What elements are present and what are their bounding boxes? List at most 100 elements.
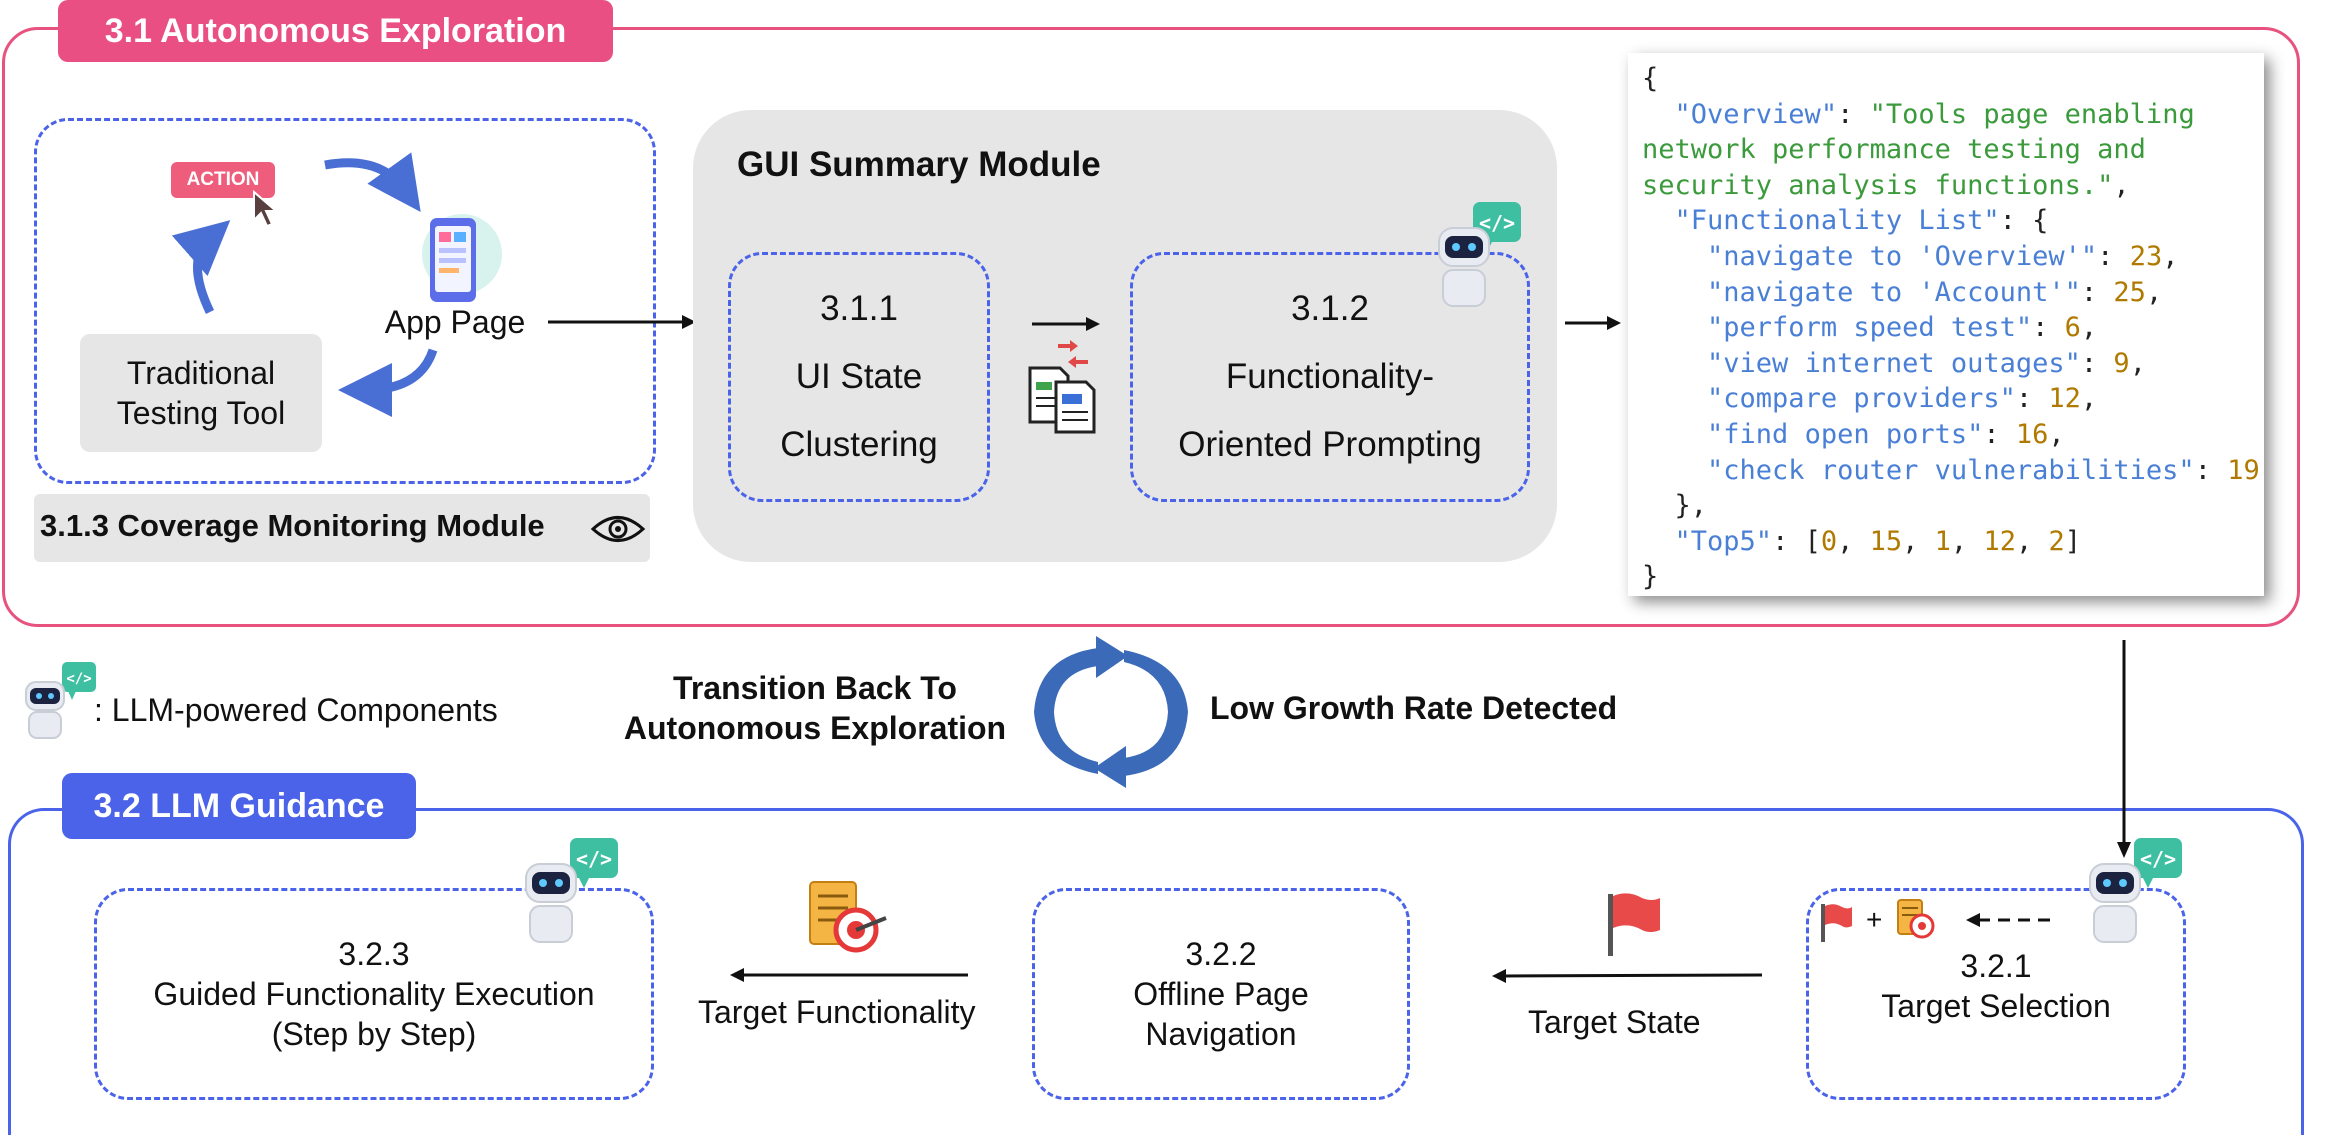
json-func-row: "view internet outages": 9, — [1707, 347, 2146, 379]
notebook-target-icon — [1897, 899, 1935, 939]
json-top5-item: 15 — [1869, 525, 1903, 557]
json-overview-val-3: security analysis functions." — [1642, 169, 2114, 201]
action-label: ACTION — [186, 169, 260, 190]
traditional-testing-tool-text: Traditional Testing Tool — [80, 334, 322, 452]
robot-icon: </> — [1438, 202, 1521, 307]
svg-text:</>: </> — [2140, 847, 2176, 871]
navigation-line-2: Navigation — [1145, 1016, 1297, 1052]
arrow-to-execution — [730, 968, 968, 982]
json-func-value: 6 — [2064, 312, 2081, 344]
target-functionality-label: Target Functionality — [698, 994, 976, 1030]
json-func-name: "view internet outages" — [1707, 347, 2081, 379]
json-func-value: 9 — [2113, 347, 2130, 379]
json-func-value: 25 — [2113, 276, 2146, 308]
arrow-to-code-output — [1565, 316, 1621, 330]
transition-back-line-1: Transition Back To — [673, 670, 957, 706]
json-overview-line-3: security analysis functions.", — [1642, 169, 2130, 201]
selection-line-1: Target Selection — [1881, 988, 2111, 1024]
json-func-name: "check router vulnerabilities" — [1707, 454, 2195, 486]
offline-navigation-box — [1032, 888, 1410, 1100]
json-list-key: "Functionality List" — [1674, 205, 2000, 237]
ui-state-clustering-box — [728, 252, 990, 502]
action-badge: ACTION — [171, 162, 275, 198]
ui-state-clustering-text: 3.1.1 UI State Clustering — [728, 252, 990, 502]
traditional-testing-tool — [80, 334, 322, 452]
coverage-monitoring-label: 3.1.3 Coverage Monitoring Module — [40, 508, 545, 543]
notebook-target-icon — [809, 881, 887, 953]
flag-icon — [1821, 904, 1852, 942]
json-top5-line: "Top5": [0, 15, 1, 12, 2] — [1674, 525, 2081, 557]
robot-icon: </> — [525, 838, 618, 943]
transition-back-line-2: Autonomous Exploration — [623, 710, 1007, 746]
transition-back-label: Transition Back To Autonomous Exploratio… — [610, 668, 1020, 748]
json-list-close-text: }, — [1674, 490, 1708, 522]
json-top5-item: 2 — [2048, 525, 2065, 557]
documents-icon — [1028, 340, 1096, 434]
json-list-line: "Functionality List": { — [1674, 205, 2049, 237]
arrow-to-gui-summary — [548, 315, 696, 329]
prompting-number: 3.1.2 — [1291, 289, 1369, 328]
json-func-row: "navigate to 'Overview'": 23, — [1707, 240, 2179, 272]
guided-execution-box — [94, 888, 654, 1100]
gui-summary-title: GUI Summary Module — [737, 145, 1101, 184]
json-top5-item: 1 — [1934, 525, 1951, 557]
target-selection-box — [1806, 888, 2186, 1100]
functionality-prompting-box — [1130, 252, 1530, 502]
robot-icon: </> — [2089, 838, 2182, 943]
json-top5-item: 12 — [1983, 525, 2016, 557]
json-close: } — [1642, 561, 1659, 593]
json-func-name: "navigate to 'Account'" — [1707, 276, 2081, 308]
json-list-close: }, — [1642, 488, 2264, 524]
json-overview-line-1: "Overview": "Tools page enabling — [1674, 98, 2195, 130]
prompting-line-2: Oriented Prompting — [1178, 425, 1482, 464]
json-func-row: "check router vulnerabilities": 19 — [1707, 454, 2260, 486]
navigation-number: 3.2.2 — [1185, 936, 1257, 972]
navigation-line-1: Offline Page — [1133, 976, 1309, 1012]
target-state-label: Target State — [1528, 1004, 1701, 1040]
dashed-arrow-icon — [1966, 913, 2054, 927]
execution-line-2: (Step by Step) — [271, 1016, 477, 1052]
coverage-monitoring-module — [34, 494, 650, 562]
plus-sign: + — [1866, 904, 1883, 935]
json-func-name: "perform speed test" — [1707, 312, 2033, 344]
json-func-row: "navigate to 'Account'": 25, — [1707, 276, 2163, 308]
ui-state-line-1: UI State — [795, 357, 923, 396]
json-func-value: 23 — [2129, 240, 2163, 272]
gui-summary-module — [693, 110, 1557, 562]
offline-navigation-text: 3.2.2 Offline Page Navigation — [1032, 888, 1410, 1100]
ui-state-number: 3.1.1 — [820, 289, 898, 328]
llm-guidance-tag: 3.2 LLM Guidance — [62, 773, 416, 839]
json-top5-item: 0 — [1820, 525, 1838, 557]
arrow-to-target-selection — [2117, 640, 2131, 858]
json-top5-key: "Top5" — [1674, 525, 1773, 557]
low-growth-label: Low Growth Rate Detected — [1210, 690, 1618, 726]
json-func-value: 19 — [2227, 454, 2260, 486]
selection-number: 3.2.1 — [1960, 948, 2032, 984]
robot-icon: </> — [25, 662, 96, 739]
json-func-name: "compare providers" — [1707, 383, 2016, 415]
app-page-label: App Page — [384, 303, 526, 340]
llm-guidance-section — [8, 808, 2304, 1135]
phone-app-icon — [422, 214, 502, 302]
guided-execution-text: 3.2.3 Guided Functionality Execution (St… — [94, 888, 654, 1100]
json-overview-val-1: "Tools page enabling — [1869, 98, 2195, 130]
cycle-icon — [1034, 636, 1188, 788]
legend-llm-components: : LLM-powered Components — [94, 692, 498, 728]
json-overview-val-2: network performance testing and — [1642, 134, 2146, 166]
json-func-row: "compare providers": 12, — [1707, 383, 2098, 415]
prompting-line-1: Functionality- — [1225, 357, 1435, 396]
flag-icon — [1608, 893, 1660, 956]
eye-icon — [590, 516, 646, 542]
exploration-loop-box — [34, 118, 656, 484]
traditional-line-2: Testing Tool — [116, 395, 286, 431]
execution-line-1: Guided Functionality Execution — [153, 976, 595, 1012]
autonomous-exploration-section — [2, 27, 2300, 627]
autonomous-exploration-tag: 3.1 Autonomous Exploration — [58, 0, 613, 62]
json-func-name: "navigate to 'Overview'" — [1707, 240, 2098, 272]
json-func-value: 12 — [2048, 383, 2081, 415]
svg-text:</>: </> — [576, 847, 612, 871]
json-func-name: "find open ports" — [1707, 418, 1984, 450]
ui-state-line-2: Clustering — [780, 425, 938, 464]
arrow-to-navigation — [1492, 969, 1763, 983]
